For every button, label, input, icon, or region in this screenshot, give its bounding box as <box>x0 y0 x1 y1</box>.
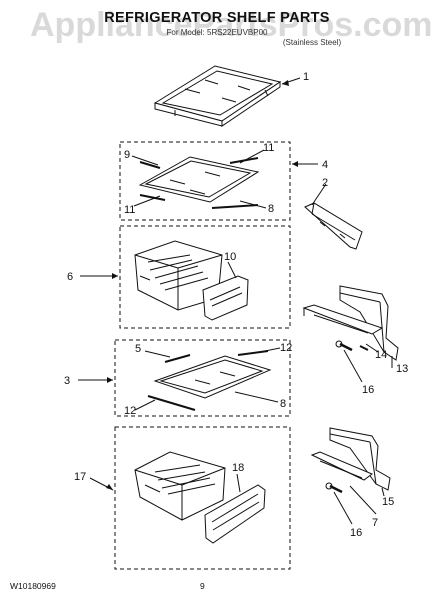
assembly-box-17 <box>114 426 291 570</box>
callout-16a: 16 <box>362 384 374 396</box>
part-6-crisper-drawer <box>134 240 223 311</box>
callout-11b: 11 <box>124 204 135 216</box>
callout-10: 10 <box>224 251 236 263</box>
callout-1: 1 <box>303 71 309 83</box>
callout-4: 4 <box>322 159 328 171</box>
callout-17: 17 <box>74 471 86 483</box>
assembly-box-4 <box>119 141 291 221</box>
document-number: W10180969 <box>10 581 56 591</box>
callout-12a: 12 <box>280 342 292 354</box>
part-7-slide-rail <box>310 451 373 481</box>
callout-14: 14 <box>375 349 387 361</box>
assembly-box-6 <box>119 225 291 329</box>
part-17-crisper-drawer <box>134 451 226 521</box>
model-subtitle: For Model: 5RS22EUVBP00 <box>166 28 268 37</box>
callout-8b: 8 <box>280 398 286 410</box>
callout-18: 18 <box>232 462 244 474</box>
leader-lines <box>78 77 393 525</box>
part-15-slide-cover <box>329 427 391 491</box>
callout-2: 2 <box>322 177 328 189</box>
part-16b-screw <box>325 482 343 494</box>
part-16a-screw <box>335 340 369 352</box>
page-number: 9 <box>200 581 205 591</box>
part-2-bracket <box>304 202 363 250</box>
watermark-text: AppliancePartsPros.com <box>30 6 433 44</box>
part-10-drawer-front <box>202 275 249 321</box>
callout-15: 15 <box>382 496 394 508</box>
callout-12b: 12 <box>124 405 136 417</box>
assembly-box-3 <box>114 339 291 417</box>
callout-11a: 11 <box>263 142 274 154</box>
part-18-drawer-front <box>204 484 266 544</box>
part-13-slide-cover <box>339 285 399 361</box>
part-1-glass-shelf <box>153 65 282 127</box>
callout-3: 3 <box>64 375 70 387</box>
part-4-shelf-assembly <box>138 156 260 209</box>
callout-7: 7 <box>372 517 378 529</box>
callout-5: 5 <box>135 343 141 355</box>
callout-8a: 8 <box>268 203 274 215</box>
leader-arrowheads <box>106 80 298 490</box>
page-title: REFRIGERATOR SHELF PARTS <box>104 10 330 26</box>
callout-6: 6 <box>67 271 73 283</box>
finish-subtitle: (Stainless Steel) <box>282 38 342 47</box>
callout-9: 9 <box>124 149 130 161</box>
part-14-slide-rail <box>302 304 384 335</box>
callout-13: 13 <box>396 363 408 375</box>
callout-16b: 16 <box>350 527 362 539</box>
part-3-shelf-assembly <box>147 350 272 411</box>
